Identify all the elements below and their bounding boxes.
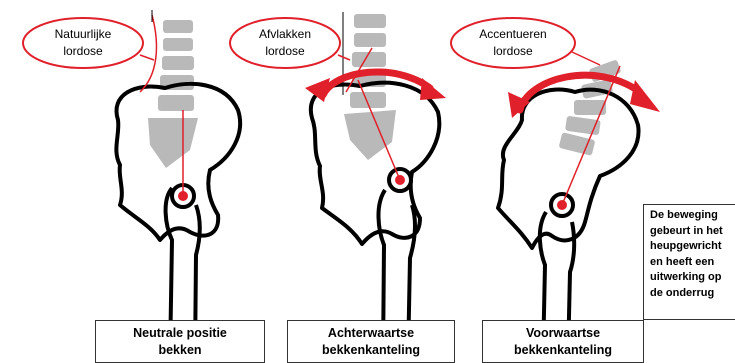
hip-center-dot: [395, 175, 405, 185]
note-line: gebeurt in het: [650, 224, 735, 240]
caption-line-1: Neutrale positie: [96, 325, 264, 342]
caption-posterior-tilt: Achterwaartse bekkenkanteling: [287, 320, 455, 363]
callout-pointer-1: [140, 55, 154, 60]
callout-line-2: lordose: [458, 43, 568, 60]
hip-center-dot: [557, 200, 567, 210]
note-line: De beweging: [650, 208, 735, 224]
caption-line-2: bekkenkanteling: [483, 342, 643, 359]
arrowhead-right: [630, 80, 660, 112]
callout-label-3: Accentueren lordose: [458, 26, 568, 60]
callout-label-2: Afvlakken lordose: [230, 26, 340, 60]
callout-label-1: Natuurlijke lordose: [28, 26, 138, 60]
note-line: en heeft een: [650, 255, 735, 271]
caption-line-2: bekken: [96, 342, 264, 359]
arrowhead-left: [305, 78, 330, 102]
caption-line-1: Voorwaartse: [483, 325, 643, 342]
pelvis-neutral: [116, 10, 240, 360]
lordosis-curve: [140, 15, 156, 92]
pelvis-anterior-tilt: [498, 59, 660, 360]
note-line: heupgewricht: [650, 239, 735, 255]
lumbar-spine: [344, 14, 396, 160]
callout-line-2: lordose: [230, 43, 340, 60]
caption-neutral: Neutrale positie bekken: [95, 320, 265, 363]
arrowhead-right: [420, 78, 446, 100]
note-line: uitwerking op: [650, 270, 735, 286]
caption-anterior-tilt: Voorwaartse bekkenkanteling: [482, 320, 644, 363]
lumbar-spine: [148, 20, 198, 168]
callout-pointer-3: [572, 52, 600, 65]
callout-line-1: Natuurlijke: [28, 26, 138, 43]
callout-line-1: Accentueren: [458, 26, 568, 43]
note-box: De beweging gebeurt in het heupgewricht …: [643, 204, 735, 320]
callout-line-1: Afvlakken: [230, 26, 340, 43]
note-line: de onderrug: [650, 286, 735, 302]
hip-center-dot: [178, 191, 188, 201]
caption-line-1: Achterwaartse: [288, 325, 454, 342]
pelvis-posterior-tilt: [305, 12, 446, 360]
caption-line-2: bekkenkanteling: [288, 342, 454, 359]
callout-line-2: lordose: [28, 43, 138, 60]
